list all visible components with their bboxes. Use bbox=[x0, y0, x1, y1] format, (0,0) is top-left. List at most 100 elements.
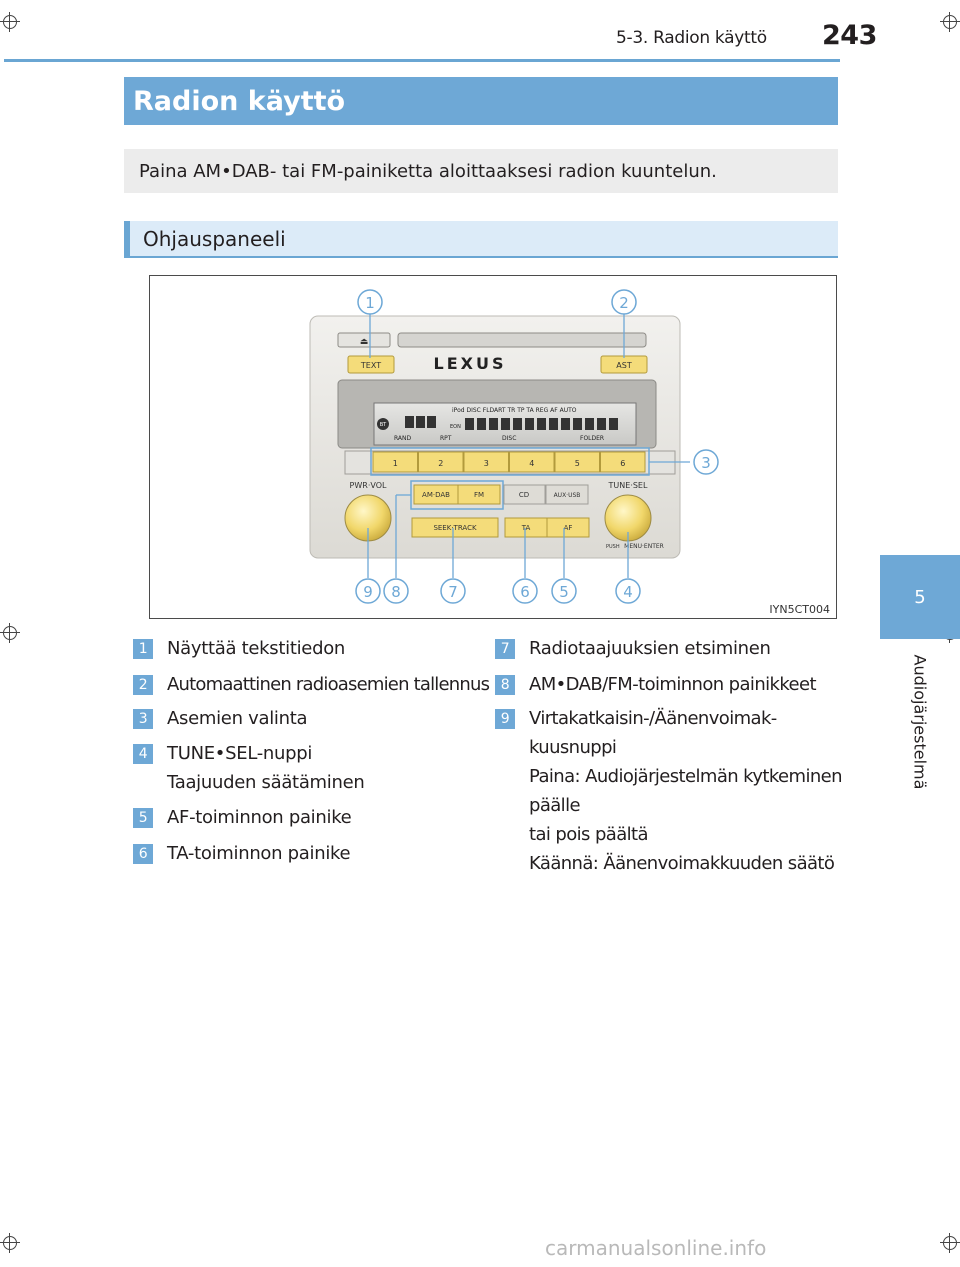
callout-1: 1 bbox=[357, 289, 383, 315]
svg-text:2: 2 bbox=[619, 294, 629, 312]
control-panel-figure: ⏏ TEXT AST LEXUS iPod DISC FLDART TR TP … bbox=[149, 275, 837, 619]
display-bt: BT bbox=[380, 422, 387, 428]
callout-8: 8 bbox=[383, 578, 409, 604]
fm-label: FM bbox=[474, 491, 484, 499]
page-number: 243 bbox=[822, 20, 877, 51]
legend-badge-4: 4 bbox=[133, 744, 153, 764]
text-button bbox=[347, 355, 395, 374]
legend-line: Taajuuden säätäminen bbox=[167, 772, 365, 793]
header-rule bbox=[4, 59, 840, 62]
registration-mark-mid-left bbox=[0, 623, 20, 643]
cd-slot bbox=[397, 332, 647, 348]
preset-button-4 bbox=[509, 451, 555, 473]
legend-badge-5: 5 bbox=[133, 808, 153, 828]
display-status-text: iPod DISC FLDART TR TP TA REG AF AUTO bbox=[452, 407, 577, 414]
preset-label-6: 6 bbox=[620, 459, 625, 468]
callout-7: 7 bbox=[440, 578, 466, 604]
legend-item-3: 3 Asemien valinta bbox=[133, 704, 307, 733]
preset-label-4: 4 bbox=[529, 459, 534, 468]
callout-6: 6 bbox=[512, 578, 538, 604]
intro-text: Paina AM•DAB- tai FM-painiketta aloittaa… bbox=[139, 160, 717, 182]
legend-badge-7: 7 bbox=[495, 639, 515, 659]
legend-text-2: Automaattinen radioasemien tallennus bbox=[167, 670, 490, 699]
legend-text-8: AM•DAB/FM-toiminnon painikkeet bbox=[529, 670, 817, 699]
control-panel-illustration: ⏏ TEXT AST LEXUS iPod DISC FLDART TR TP … bbox=[309, 289, 719, 604]
legend-line: Virtakatkaisin-/Äänenvoimak- bbox=[529, 708, 777, 729]
legend-item-6: 6 TA-toiminnon painike bbox=[133, 839, 351, 868]
svg-text:8: 8 bbox=[391, 583, 401, 601]
fm-button bbox=[457, 484, 501, 505]
eject-button bbox=[337, 332, 391, 348]
section-reference: 5-3. Radion käyttö bbox=[616, 28, 767, 48]
legend-item-9: 9 Virtakatkaisin-/Äänenvoimak- kuusnuppi… bbox=[495, 704, 843, 878]
legend-item-2: 2 Automaattinen radioasemien tallennus bbox=[133, 670, 490, 699]
legend-line: kuusnuppi bbox=[529, 737, 617, 758]
preset-label-2: 2 bbox=[438, 459, 443, 468]
registration-mark-bottom-right bbox=[940, 1233, 960, 1253]
legend-text-7: Radiotaajuuksien etsiminen bbox=[529, 634, 771, 663]
seek-track-label: SEEK·TRACK bbox=[433, 524, 477, 532]
tune-sel-label: TUNE·SEL bbox=[608, 481, 648, 490]
preset-label-5: 5 bbox=[575, 459, 580, 468]
menu-enter-label: MENU·ENTER bbox=[624, 543, 664, 550]
brand-logo: LEXUS bbox=[434, 354, 507, 373]
chapter-tab: 5 bbox=[880, 555, 960, 639]
registration-mark-top-left bbox=[0, 12, 20, 32]
aux-button bbox=[545, 484, 589, 505]
legend-line: Automaattinen radioasemien tallennus bbox=[167, 674, 490, 695]
svg-text:4: 4 bbox=[623, 583, 633, 601]
callout-5: 5 bbox=[551, 578, 577, 604]
cd-button bbox=[503, 484, 546, 505]
legend-text-4: TUNE•SEL-nuppi Taajuuden säätäminen bbox=[167, 739, 365, 797]
legend-line: tai pois päältä bbox=[529, 824, 649, 845]
ast-button-label: AST bbox=[616, 361, 632, 370]
display-segments bbox=[405, 416, 618, 430]
am-dab-label: AM·DAB bbox=[422, 491, 450, 499]
legend-item-7: 7 Radiotaajuuksien etsiminen bbox=[495, 634, 771, 663]
display-rand: RAND bbox=[394, 435, 412, 442]
legend-line: TUNE•SEL-nuppi bbox=[167, 743, 313, 764]
preset-button-3 bbox=[463, 451, 509, 473]
preset-button-1 bbox=[372, 451, 418, 473]
figure-code: IYN5CT004 bbox=[769, 603, 830, 616]
eject-symbol: ⏏ bbox=[360, 337, 369, 347]
callout-3: 3 bbox=[693, 449, 719, 475]
legend-text-5: AF-toiminnon painike bbox=[167, 803, 352, 832]
callout-leader-lines bbox=[367, 314, 690, 578]
text-button-label: TEXT bbox=[360, 361, 381, 370]
legend-text-6: TA-toiminnon painike bbox=[167, 839, 351, 868]
registration-mark-bottom-left bbox=[0, 1233, 20, 1253]
chapter-side-label: Audiojärjestelmä bbox=[910, 654, 930, 790]
legend-item-1: 1 Näyttää tekstitiedon bbox=[133, 634, 345, 663]
intro-box: Paina AM•DAB- tai FM-painiketta aloittaa… bbox=[124, 149, 838, 193]
registration-mark-top-right bbox=[940, 12, 960, 32]
svg-text:9: 9 bbox=[363, 583, 373, 601]
subheading-text: Ohjauspaneeli bbox=[143, 226, 286, 251]
legend-item-8: 8 AM•DAB/FM-toiminnon painikkeet bbox=[495, 670, 817, 699]
legend-line: Käännä: Äänenvoimakkuuden säätö bbox=[529, 853, 835, 874]
display-folder: FOLDER bbox=[580, 435, 604, 442]
legend-text-3: Asemien valinta bbox=[167, 704, 307, 733]
aux-label: AUX·USB bbox=[554, 492, 581, 499]
legend-line: Radiotaajuuksien etsiminen bbox=[529, 638, 771, 659]
legend-line: Asemien valinta bbox=[167, 708, 308, 729]
legend-item-5: 5 AF-toiminnon painike bbox=[133, 803, 352, 832]
legend-badge-9: 9 bbox=[495, 709, 515, 729]
legend-badge-2: 2 bbox=[133, 675, 153, 695]
legend-line: Näyttää tekstitiedon bbox=[167, 638, 346, 659]
svg-text:7: 7 bbox=[448, 583, 458, 601]
svg-text:3: 3 bbox=[701, 454, 711, 472]
svg-text:5: 5 bbox=[559, 583, 569, 601]
display-rpt: RPT bbox=[440, 435, 452, 442]
display-disc: DISC bbox=[502, 435, 516, 442]
legend-line: AF-toiminnon painike bbox=[167, 807, 352, 828]
callout-9: 9 bbox=[355, 578, 381, 604]
legend-line: AM•DAB/FM-toiminnon painikkeet bbox=[529, 674, 817, 695]
callout-4: 4 bbox=[615, 578, 641, 604]
page-title: Radion käyttö bbox=[124, 77, 838, 125]
af-button bbox=[546, 517, 590, 538]
preset-button-2 bbox=[418, 451, 464, 473]
legend-badge-3: 3 bbox=[133, 709, 153, 729]
legend-line: TA-toiminnon painike bbox=[167, 843, 351, 864]
legend-badge-1: 1 bbox=[133, 639, 153, 659]
